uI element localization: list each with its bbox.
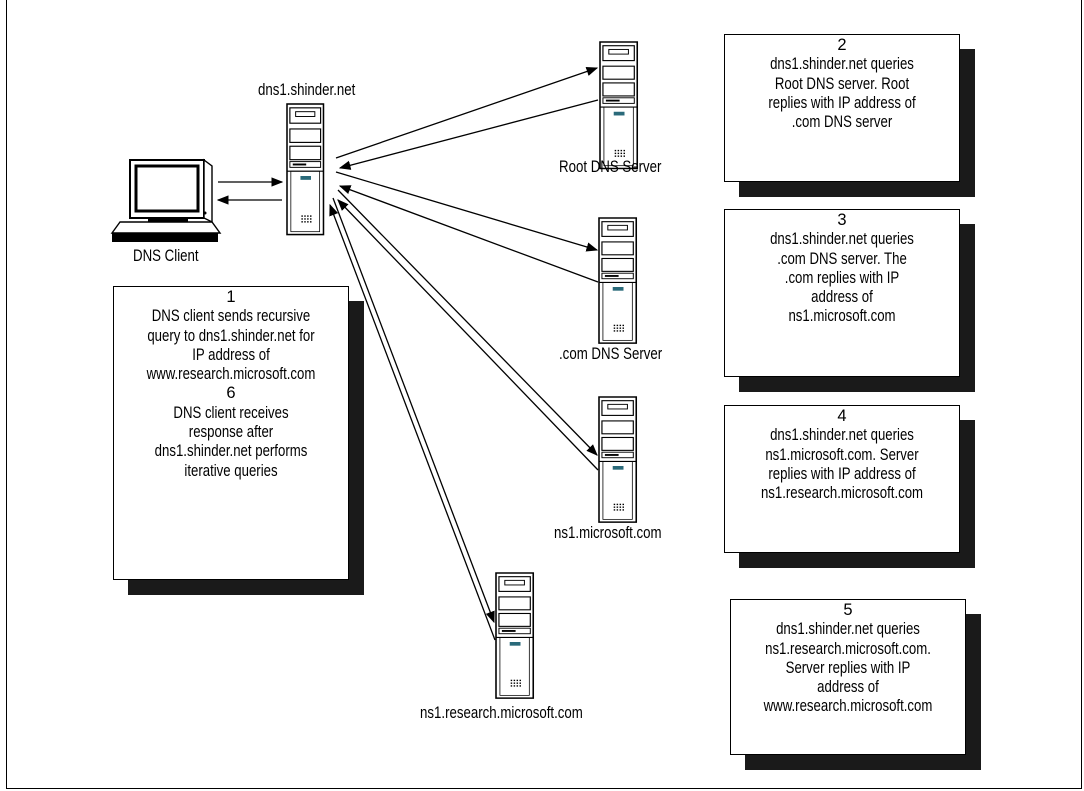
- step-box-2: 2 dns1.shinder.net queries Root DNS serv…: [724, 34, 960, 182]
- step-text-line: dns1.shinder.net queries: [770, 426, 914, 445]
- step-text-line: ns1.research.microsoft.com: [760, 484, 924, 503]
- step-text-line: dns1.shinder.net queries: [770, 230, 914, 249]
- step-text-line: www.research.microsoft.com: [146, 365, 316, 384]
- step-text-line: DNS client sends recursive: [151, 307, 311, 326]
- arrow-reply-ns1: [337, 199, 599, 471]
- label-root-server: Root DNS Server: [559, 157, 662, 176]
- label-com-server: .com DNS Server: [559, 344, 663, 363]
- step-text-line: .com replies with IP: [784, 268, 900, 287]
- arrow-query-com: [335, 171, 599, 252]
- label-ns1-server: ns1.microsoft.com: [554, 523, 662, 542]
- step-text-line: address of: [811, 288, 873, 307]
- server-dns1-icon: [286, 103, 325, 236]
- step-text-line: Server replies with IP: [785, 658, 911, 677]
- step-text-line: Root DNS server. Root: [774, 74, 910, 93]
- step-text-line: dns1.shinder.net queries: [776, 620, 920, 639]
- step-number-4: 4: [837, 407, 847, 425]
- arrow-reply-ns1research: [329, 203, 496, 641]
- arrow-reply-root: [338, 99, 599, 170]
- server-com-icon: [598, 217, 638, 344]
- step-text-line: ns1.research.microsoft.com.: [765, 639, 931, 658]
- arrow-query-root: [335, 67, 599, 159]
- step-text-line: IP address of: [192, 345, 270, 364]
- monitor-icon: [110, 158, 222, 242]
- step-number-1: 1: [226, 288, 236, 306]
- step-text-line: www.research.microsoft.com: [763, 697, 933, 716]
- step-number-6: 6: [226, 384, 236, 403]
- label-dns-client: DNS Client: [133, 246, 199, 265]
- step-text-line: address of: [817, 678, 879, 697]
- step-text-line: ns1.microsoft.com. Server: [765, 445, 919, 464]
- step-box-1-6: 1 DNS client sends recursive query to dn…: [113, 286, 349, 580]
- step-text-line: replies with IP address of: [768, 93, 916, 112]
- step-number-3: 3: [837, 211, 847, 229]
- step-text-line: DNS client receives: [173, 403, 289, 422]
- step-text-line: ns1.microsoft.com: [788, 307, 896, 326]
- step-text-line: .com DNS server. The: [777, 249, 907, 268]
- step-text-line: replies with IP address of: [768, 464, 916, 483]
- server-ns1-icon: [598, 396, 638, 523]
- arrow-query-ns1: [337, 189, 598, 456]
- step-box-4: 4 dns1.shinder.net queries ns1.microsoft…: [724, 405, 960, 553]
- step-text-line: dns1.shinder.net queries: [770, 55, 914, 74]
- label-dns1: dns1.shinder.net: [258, 80, 356, 99]
- step-box-5: 5 dns1.shinder.net queries ns1.research.…: [730, 599, 966, 755]
- step-text-line: response after: [188, 423, 274, 442]
- arrow-query-ns1research: [332, 197, 495, 624]
- arrow-reply-com: [338, 185, 599, 283]
- step-number-5: 5: [843, 601, 853, 619]
- step-text-line: query to dns1.shinder.net for: [147, 326, 315, 345]
- label-ns1research-server: ns1.research.microsoft.com: [420, 703, 583, 722]
- step-text-line: iterative queries: [184, 461, 278, 480]
- step-text-line: dns1.shinder.net performs: [154, 442, 308, 461]
- step-number-2: 2: [837, 36, 847, 54]
- step-text-line: .com DNS server: [791, 113, 893, 132]
- step-box-3: 3 dns1.shinder.net queries .com DNS serv…: [724, 209, 960, 377]
- server-root-icon: [599, 41, 639, 170]
- server-ns1research-icon: [495, 572, 535, 699]
